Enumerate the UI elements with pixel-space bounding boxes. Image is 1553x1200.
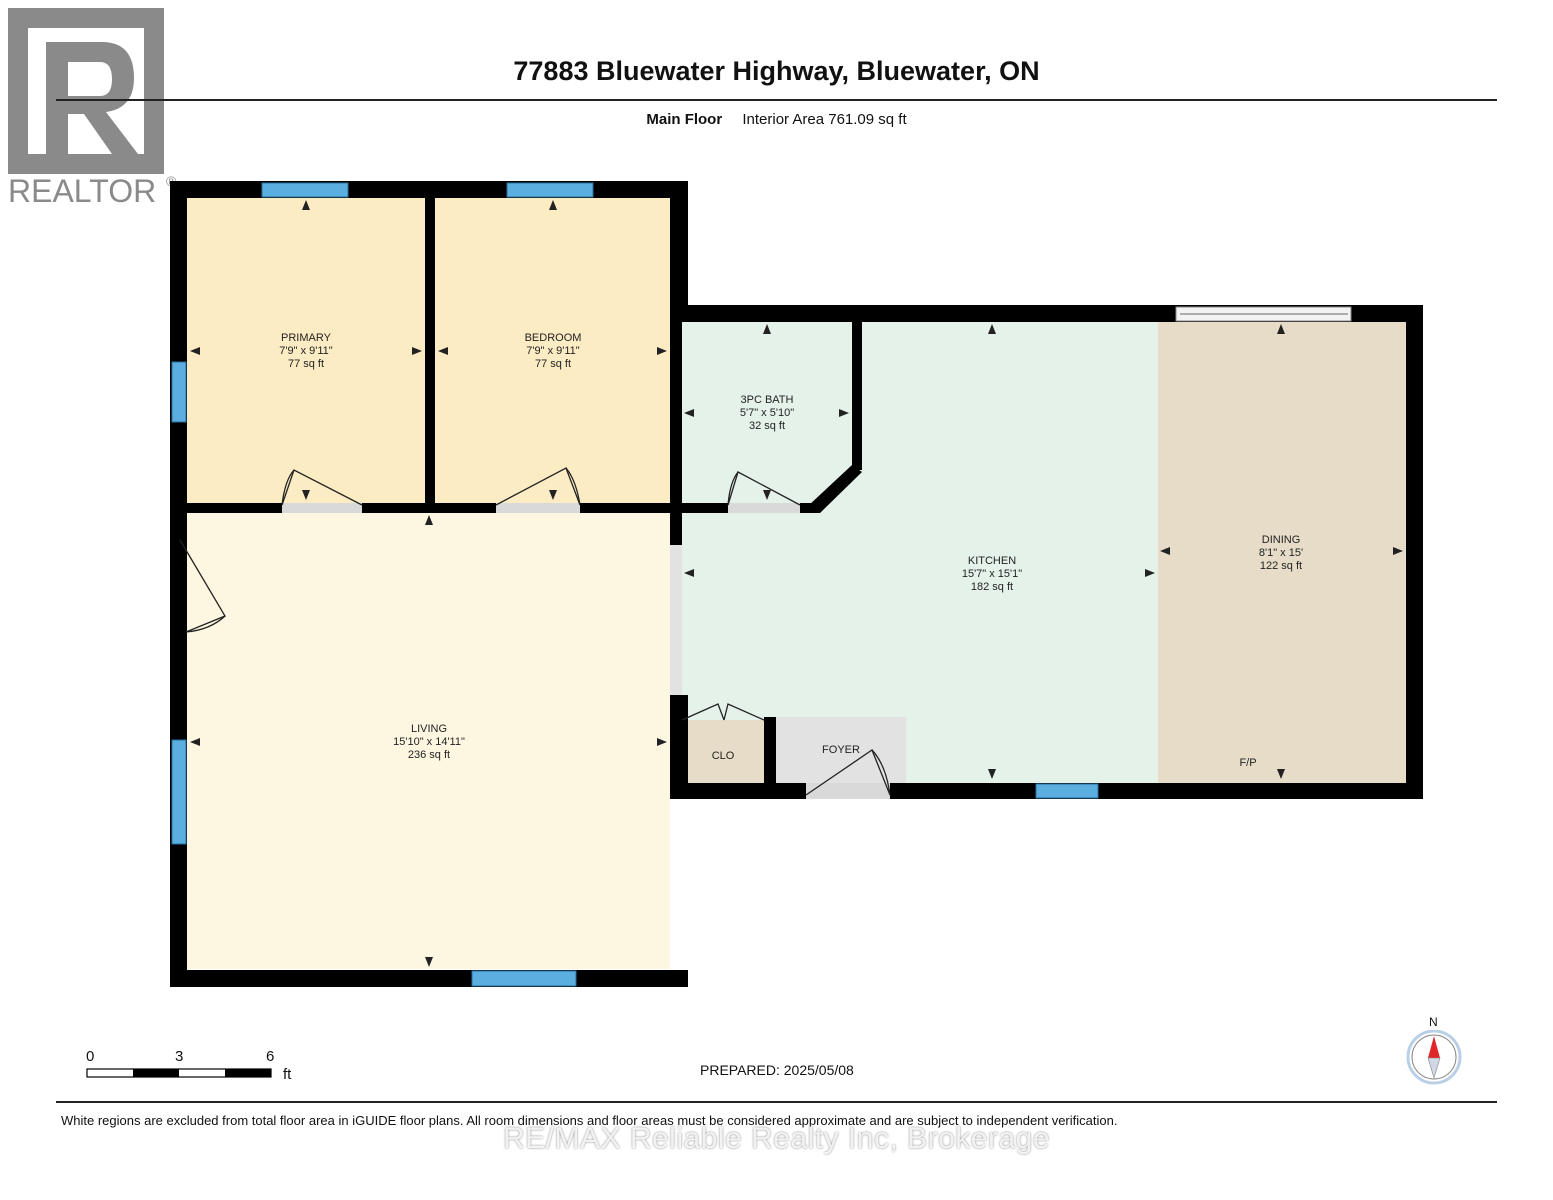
disclaimer-text: White regions are excluded from total fl… [61, 1113, 1118, 1128]
kitchen-name: KITCHEN [968, 555, 1016, 567]
bath-name: 3PC BATH [741, 394, 794, 406]
interior-area: Interior Area 761.09 sq ft [742, 111, 907, 128]
kitchen-dims: 15'7" x 15'1" [962, 568, 1022, 580]
bedroom-dims: 7'9" x 9'11" [526, 345, 579, 357]
bedroom-area: 77 sq ft [535, 358, 571, 370]
room-kitchen-overlay [680, 320, 1158, 783]
fireplace-label: F/P [1239, 757, 1256, 769]
living-dims: 15'10" x 14'11" [393, 736, 465, 748]
room-bedroom [434, 197, 670, 505]
room-dining [1158, 320, 1406, 783]
primary-area: 77 sq ft [288, 358, 324, 370]
realtor-logo: REALTOR ® [6, 6, 186, 221]
scale-tick-6: 6 [266, 1048, 275, 1065]
floor-label: Main Floor [646, 111, 723, 128]
kitchen-area: 182 sq ft [971, 581, 1013, 593]
header-divider [56, 99, 1497, 101]
room-living [186, 513, 670, 969]
scale-unit: ft [283, 1066, 292, 1083]
compass-icon [1406, 1030, 1462, 1085]
compass-label: N [1429, 1015, 1438, 1029]
primary-name: PRIMARY [281, 332, 332, 344]
passage-living-kitchen [670, 545, 682, 695]
closet-label: CLO [712, 750, 735, 762]
bath-area: 32 sq ft [749, 420, 785, 432]
door-openings [282, 503, 890, 799]
primary-dims: 7'9" x 9'11" [279, 345, 332, 357]
dining-dims: 8'1" x 15' [1259, 547, 1303, 559]
floor-summary: Main Floor Interior Area 761.09 sq ft [0, 111, 1553, 128]
bath-dims: 5'7" x 5'10" [740, 407, 794, 419]
dimension-arrows [190, 200, 1403, 967]
realtor-logo-text: REALTOR [8, 173, 156, 209]
room-primary [186, 197, 426, 505]
dining-area: 122 sq ft [1260, 560, 1302, 572]
realtor-logo-icon: REALTOR ® [8, 8, 177, 209]
door-swings [179, 467, 891, 796]
living-name: LIVING [411, 723, 447, 735]
windows [171, 182, 1099, 987]
brokerage-watermark: RE/MAX Reliable Realty Inc, Brokerage [502, 1122, 1051, 1155]
scale-bar [86, 1068, 272, 1078]
page-title: 77883 Bluewater Highway, Bluewater, ON [513, 56, 1040, 86]
scale-tick-0: 0 [86, 1048, 95, 1065]
footer-divider [56, 1101, 1497, 1103]
room-closet [680, 720, 764, 783]
bedroom-name: BEDROOM [525, 332, 582, 344]
living-area: 236 sq ft [408, 749, 450, 761]
foyer-label: FOYER [822, 744, 860, 756]
dining-name: DINING [1262, 534, 1301, 546]
prepared-date: PREPARED: 2025/05/08 [700, 1062, 854, 1078]
scale-tick-3: 3 [175, 1048, 184, 1065]
